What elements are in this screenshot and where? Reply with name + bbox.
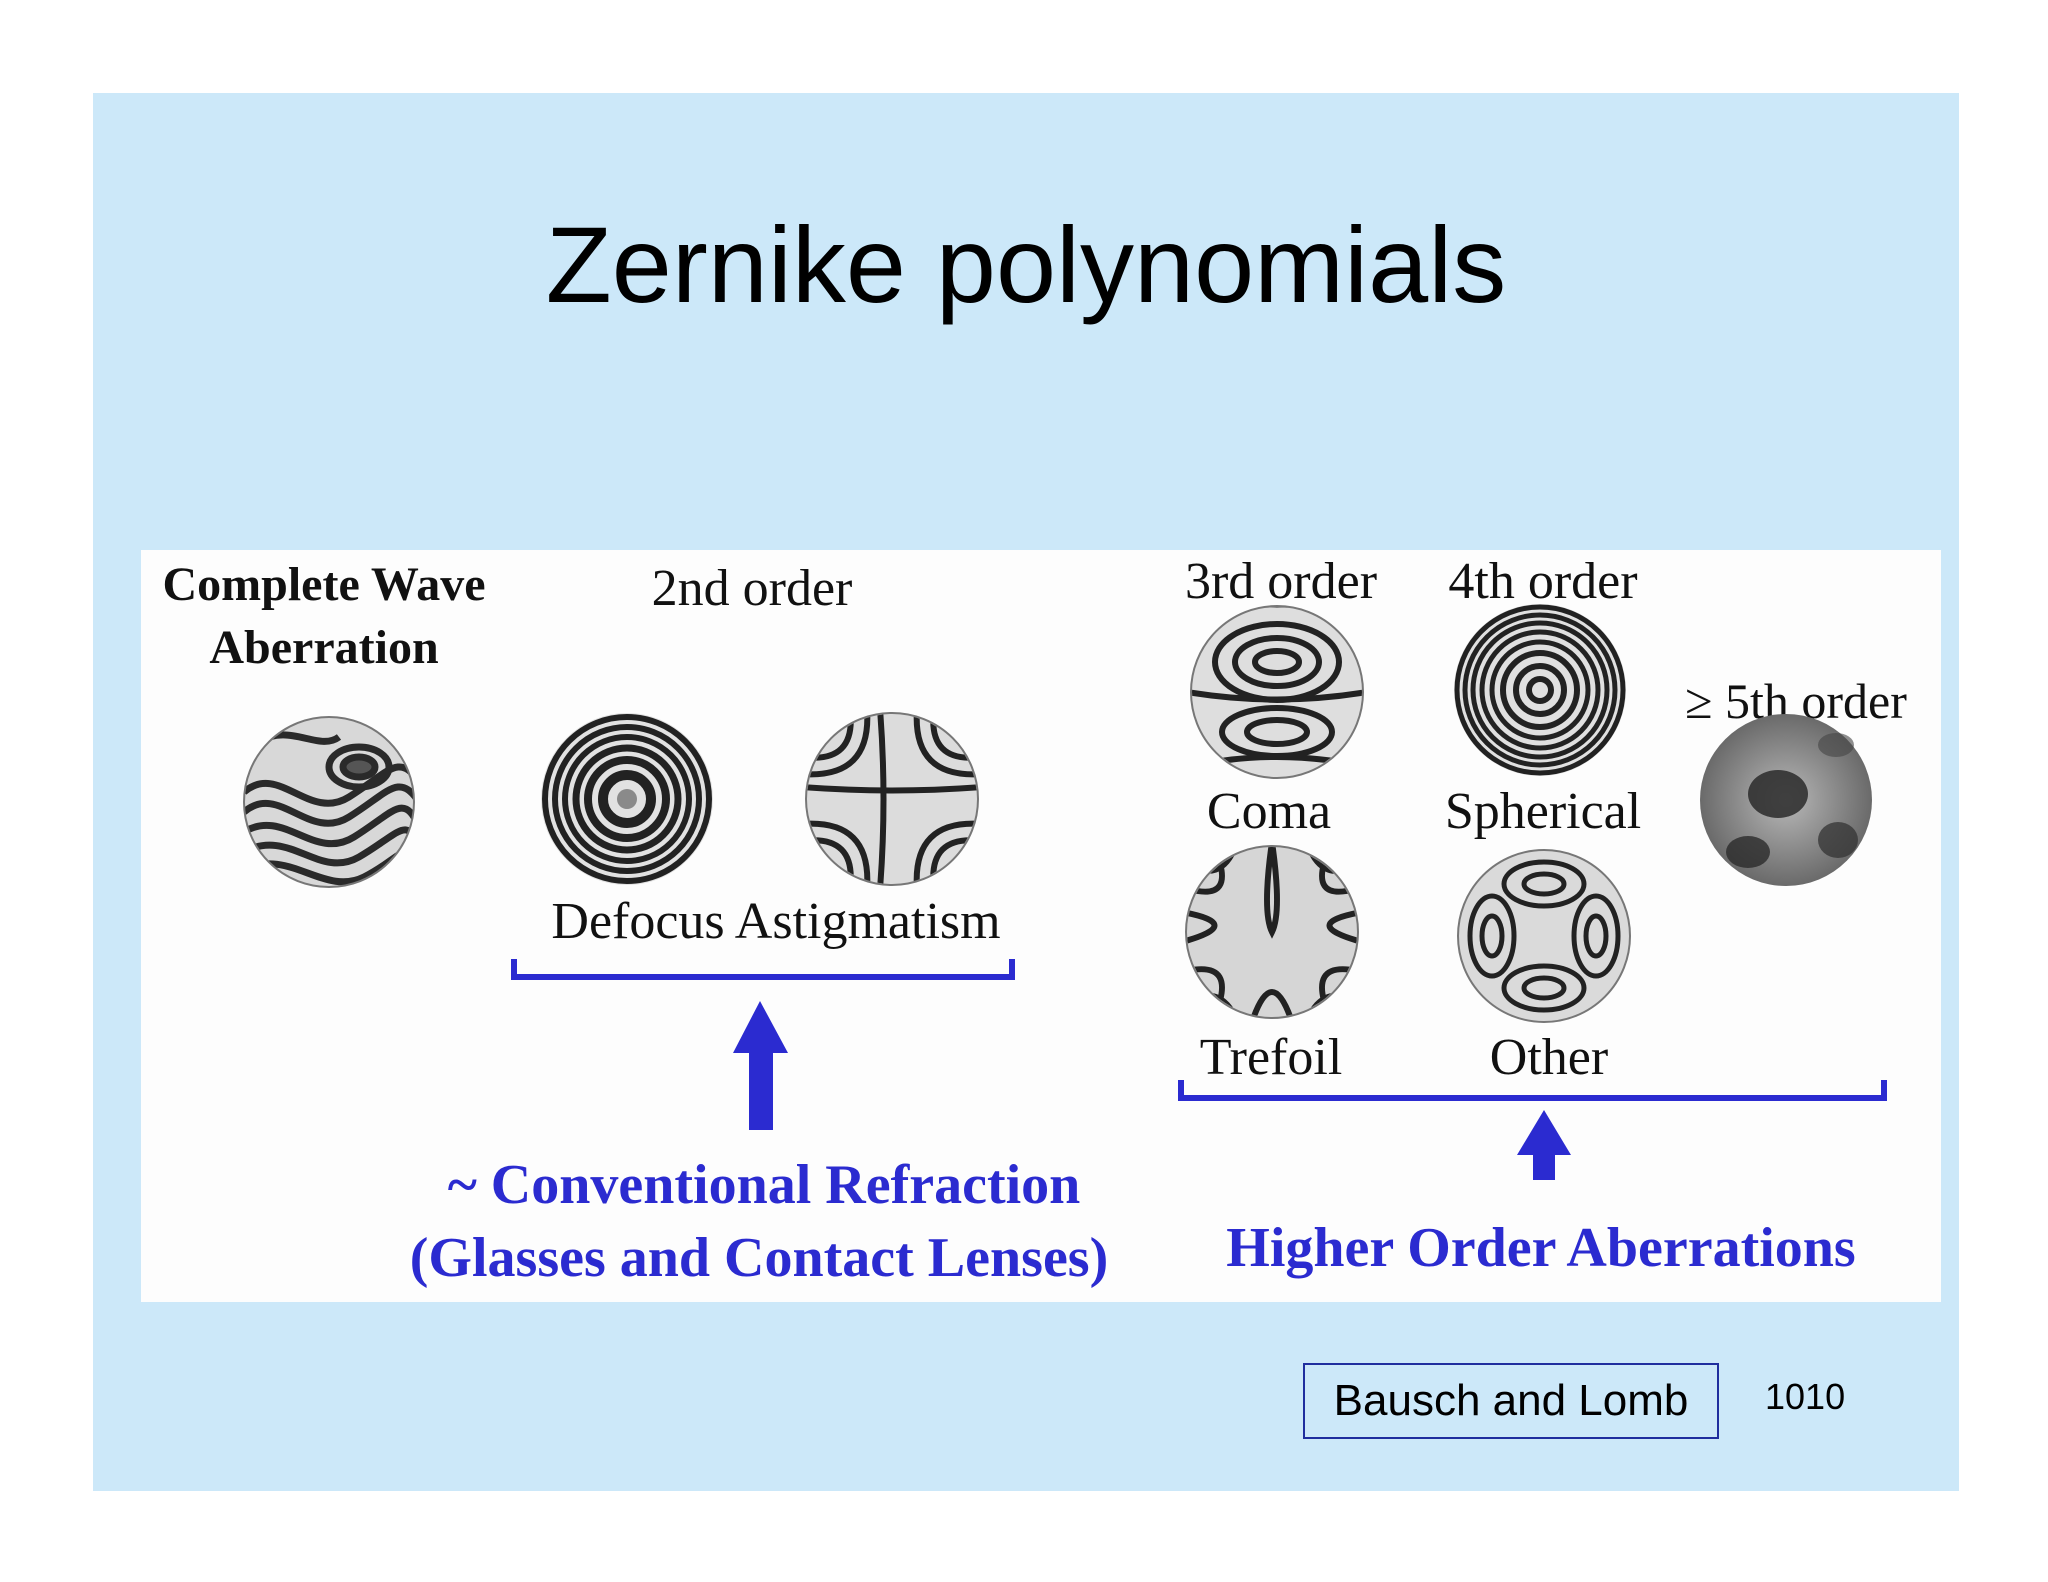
third-order-label: 3rd order [1185,553,1377,610]
complete-wave-label: Complete Wave [162,558,485,611]
complete-wave-disc [243,716,415,888]
higher-order-arrow [1517,1110,1571,1180]
coma-label: Coma [1207,783,1331,840]
slide-title: Zernike polynomials [545,204,1507,325]
conventional-bracket [511,959,1015,980]
fifth-order-disc [1700,714,1872,886]
credit-text: Bausch and Lomb [1333,1376,1689,1425]
trefoil-disc [1185,845,1359,1019]
conventional-arrow [733,1001,788,1130]
spherical-disc [1454,604,1626,776]
other-label: Other [1490,1029,1608,1086]
conventional-refraction-label: ~ Conventional Refraction [448,1154,1081,1216]
spherical-label: Spherical [1445,783,1641,840]
fourth-order-label: 4th order [1448,553,1637,610]
credit-box: Bausch and Lomb [1303,1363,1719,1439]
trefoil-label: Trefoil [1200,1029,1343,1086]
higher-order-aberrations-label: Higher Order Aberrations [1226,1217,1855,1279]
coma-disc [1190,605,1364,779]
other-disc [1457,849,1631,1023]
glasses-contact-lenses-label: (Glasses and Contact Lenses) [410,1227,1108,1289]
slide: Zernike polynomials Complete Wave Aberra… [93,93,1959,1491]
page-number: 1010 [1765,1376,1846,1417]
defocus-astigmatism-label: Defocus Astigmatism [551,893,1000,950]
defocus-disc [541,713,713,885]
second-order-label: 2nd order [652,560,853,617]
higher-order-bracket [1178,1080,1887,1101]
aberration-label: Aberration [209,621,438,674]
zernike-figure: Complete Wave Aberration 2nd order 3rd o… [141,550,1941,1302]
astigmatism-disc [805,712,979,886]
